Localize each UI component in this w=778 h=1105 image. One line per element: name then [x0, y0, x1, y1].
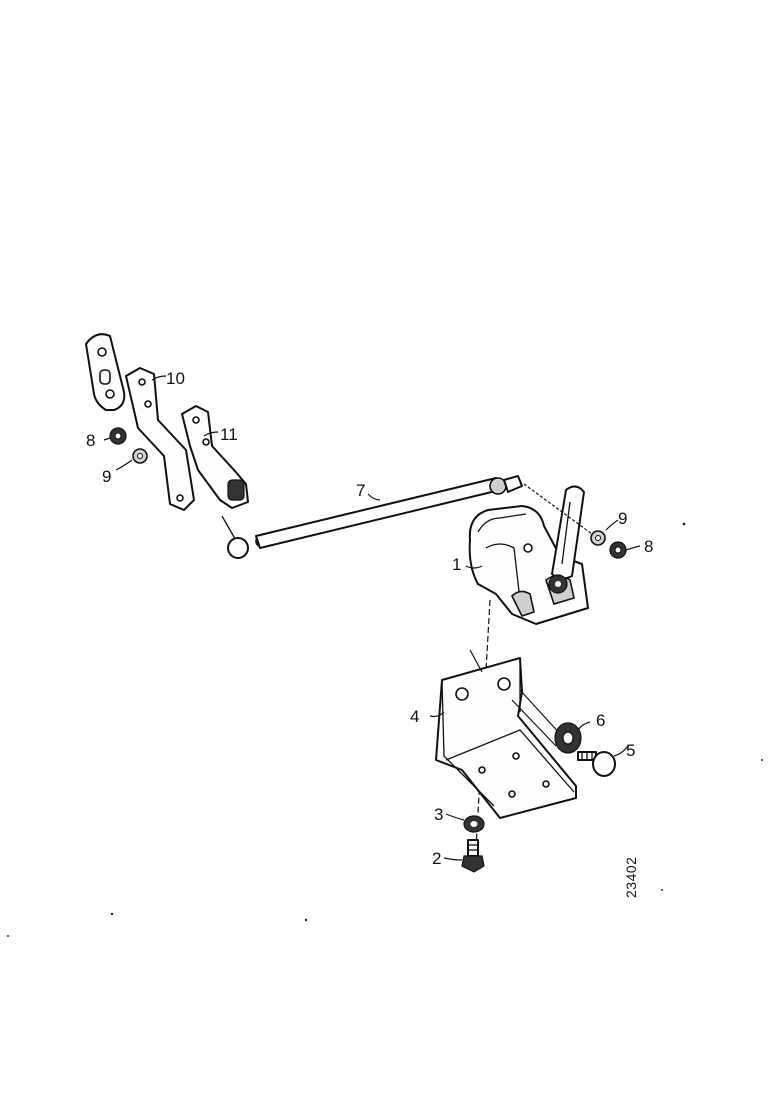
- scan-speck: [7, 935, 9, 937]
- callout-2: 2: [432, 849, 441, 868]
- callout-4: 4: [410, 707, 419, 726]
- callout-10: 10: [166, 369, 185, 388]
- figure-reference-number: 23402: [623, 857, 639, 898]
- scan-speck: [682, 522, 686, 526]
- angle-bracket-4: [435, 649, 577, 819]
- mounting-plate-upper: [85, 333, 126, 411]
- washer-9-right: [590, 530, 606, 546]
- callout-9-right: 9: [618, 509, 627, 528]
- callout-6: 6: [596, 711, 605, 730]
- washer-3: [463, 815, 485, 833]
- callout-1: 1: [452, 555, 461, 574]
- valve-lever-arm: [548, 485, 585, 594]
- bracket-10: [125, 367, 195, 511]
- nut-8-left: [109, 427, 127, 445]
- scan-speck: [110, 912, 114, 916]
- washer-6: [554, 722, 582, 754]
- callout-5: 5: [626, 741, 635, 760]
- scan-speck: [304, 918, 308, 922]
- washer-9-left: [132, 448, 148, 464]
- bolt-5: [577, 751, 616, 777]
- scan-speck: [761, 759, 763, 761]
- callout-8-right: 8: [644, 537, 653, 556]
- callout-11: 11: [220, 425, 238, 444]
- callout-7: 7: [356, 481, 365, 500]
- callout-3: 3: [434, 805, 443, 824]
- callout-9-left: 9: [102, 467, 111, 486]
- link-rod-7: [221, 475, 523, 559]
- scan-speck: [661, 889, 663, 891]
- callout-8-left: 8: [86, 431, 95, 450]
- bolt-2: [461, 839, 485, 873]
- bracket-11: [181, 405, 249, 509]
- nut-8-right: [609, 541, 627, 559]
